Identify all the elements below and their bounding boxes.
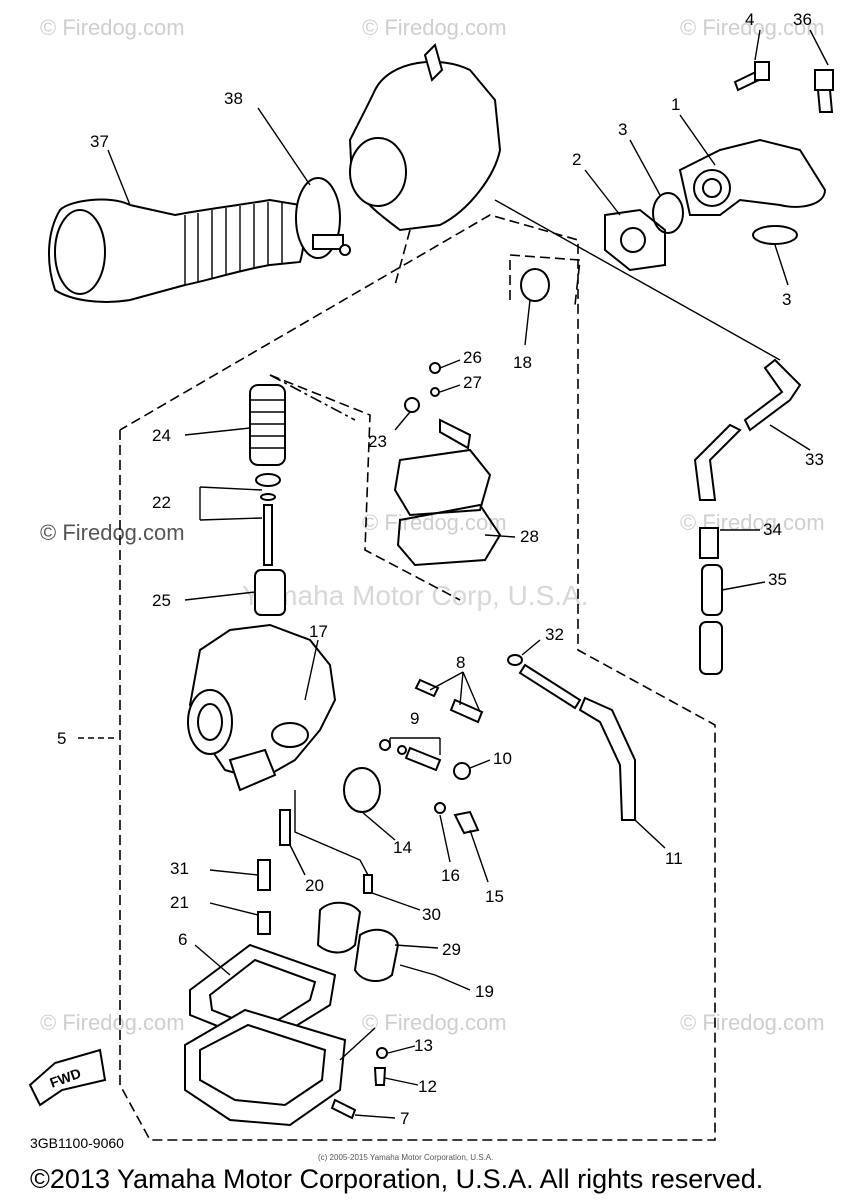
part-labels: 1 2 3 3 4 36 37 38 18 26 27 23 2	[57, 10, 829, 1128]
throttle-spring-24	[249, 384, 286, 501]
label-2: 2	[572, 150, 581, 169]
gasket-6	[189, 943, 337, 1047]
screw-15-16	[434, 802, 480, 835]
label-4: 4	[745, 10, 754, 29]
bolt-4	[733, 61, 770, 92]
needle-jet-31	[257, 859, 271, 891]
watermark-yamaha: Yamaha Motor Corp, U.S.A.	[242, 580, 589, 611]
label-25: 25	[152, 591, 171, 610]
watermark-firedog: © Firedog.com	[680, 15, 825, 40]
cap-14	[343, 767, 381, 813]
label-31: 31	[170, 859, 189, 878]
label-7: 7	[400, 1109, 409, 1128]
label-13: 13	[414, 1036, 433, 1055]
gasket-2	[604, 208, 666, 272]
watermark-firedog: © Firedog.com	[40, 15, 185, 40]
watermark-firedog: © Firedog.com	[362, 1010, 507, 1035]
small-copyright: (c) 2005-2015 Yamaha Motor Corporation, …	[318, 1153, 493, 1162]
diagram-code: 3GB1100-9060	[30, 1135, 124, 1151]
vent-hose-11	[507, 654, 636, 821]
o-ring-3	[652, 192, 798, 245]
fwd-arrow-icon: FWD	[28, 1048, 107, 1107]
carburetor-housing-top	[348, 43, 502, 232]
intake-manifold-1	[678, 138, 827, 216]
label-23: 23	[368, 432, 387, 451]
float-29	[316, 901, 400, 982]
label-17: 17	[309, 622, 328, 641]
label-19: 19	[475, 982, 494, 1001]
watermarks: © Firedog.com © Firedog.com © Firedog.co…	[40, 15, 825, 1035]
watermark-firedog: © Firedog.com	[40, 520, 185, 545]
label-3-lower: 3	[782, 290, 791, 309]
label-15: 15	[485, 887, 504, 906]
throttle-valve-25	[254, 569, 286, 616]
label-22: 22	[152, 493, 171, 512]
main-jet-20	[279, 809, 291, 846]
label-21: 21	[170, 893, 189, 912]
label-10: 10	[493, 749, 512, 768]
label-26: 26	[463, 348, 482, 367]
label-3: 3	[618, 120, 627, 139]
label-20: 20	[305, 876, 324, 895]
label-12: 12	[418, 1077, 437, 1096]
footer-copyright: ©2013 Yamaha Motor Corporation, U.S.A. A…	[30, 1164, 763, 1194]
label-1: 1	[671, 95, 680, 114]
label-35: 35	[768, 570, 787, 589]
carburetor-body-5	[187, 623, 337, 792]
watermark-firedog: © Firedog.com	[40, 1010, 185, 1035]
jet-needle-22	[263, 504, 273, 566]
diaphragm-18	[520, 268, 550, 302]
label-28: 28	[520, 527, 539, 546]
bolt-36	[814, 69, 834, 113]
label-27: 27	[463, 373, 482, 392]
label-32: 32	[545, 625, 564, 644]
label-18: 18	[513, 353, 532, 372]
label-8: 8	[456, 653, 465, 672]
clamp-38	[295, 177, 351, 259]
label-9: 9	[410, 709, 419, 728]
label-5: 5	[57, 729, 66, 748]
label-6: 6	[178, 930, 187, 949]
label-24: 24	[152, 426, 171, 445]
watermark-firedog: © Firedog.com	[362, 15, 507, 40]
label-11: 11	[665, 849, 683, 868]
label-16: 16	[441, 866, 460, 885]
needle-valve-30	[363, 874, 373, 894]
float-chamber-bowl	[184, 1008, 347, 1127]
cap-10	[453, 762, 471, 780]
drain-screw-7	[330, 1098, 357, 1120]
label-33: 33	[805, 450, 824, 469]
vent-hose-33-35	[494, 199, 802, 675]
label-38: 38	[224, 89, 243, 108]
label-30: 30	[422, 905, 441, 924]
cover-assembly-28	[393, 362, 502, 567]
intake-hose-37	[47, 198, 305, 303]
screw-12-13	[373, 1047, 388, 1086]
label-37: 37	[90, 132, 109, 151]
label-14: 14	[393, 838, 412, 857]
throttle-screw-9	[379, 739, 442, 772]
label-29: 29	[442, 940, 461, 959]
label-36: 36	[793, 10, 812, 29]
label-34: 34	[763, 520, 782, 539]
assembly-outlines	[119, 214, 716, 1141]
float-pin-19	[399, 964, 436, 976]
pilot-screw-8	[414, 678, 484, 724]
watermark-firedog: © Firedog.com	[680, 1010, 825, 1035]
pilot-jet-21	[257, 911, 271, 935]
